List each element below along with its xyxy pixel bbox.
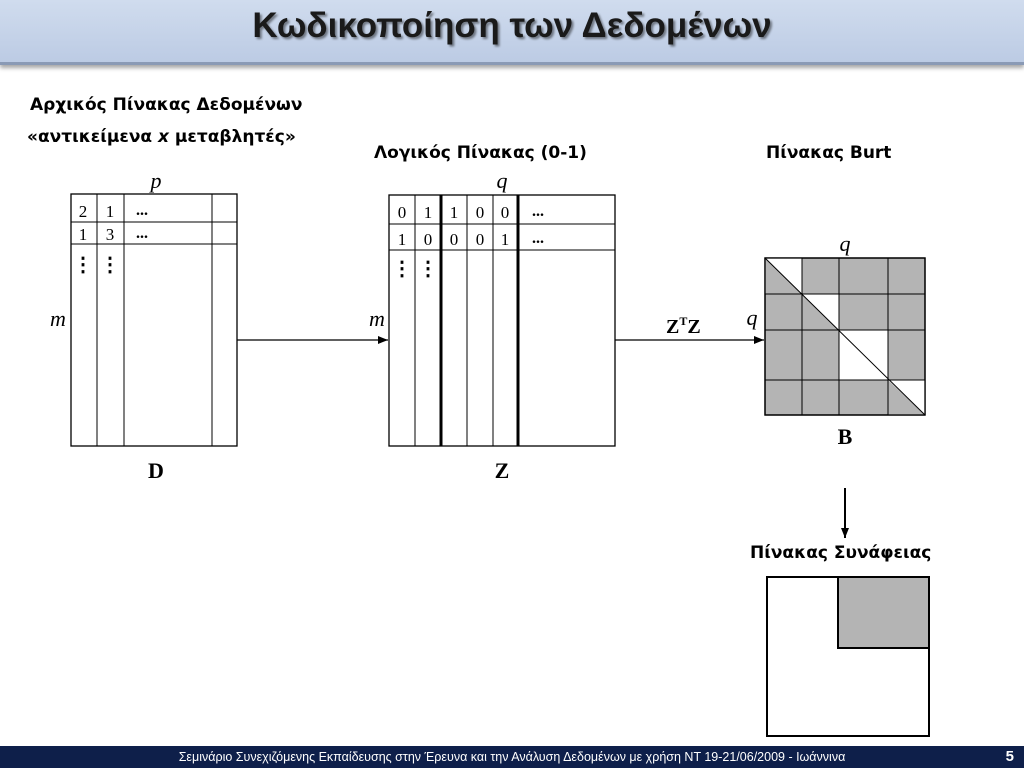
z-cell: 0 (450, 230, 459, 249)
arrow-label-z: ZTZ (666, 314, 701, 338)
subtitle-start: «αντικείμενα (27, 127, 159, 147)
d-cell: 3 (106, 225, 115, 244)
z-cell: 0 (476, 203, 485, 222)
z-cell: ... (532, 203, 544, 220)
d-col-dim: p (149, 168, 162, 193)
burt-table-title: Πίνακας Burt (766, 143, 892, 163)
diagram: 2 1 ... 1 3 ... ⋮ ⋮ p m D 0 1 1 0 0 ... … (50, 168, 930, 737)
d-name: D (148, 458, 164, 483)
z-cell: 0 (398, 203, 407, 222)
matrix-d: 2 1 ... 1 3 ... ⋮ ⋮ p m D (50, 168, 238, 483)
subtitle-x: x (158, 127, 169, 147)
b-row-dim: q (747, 305, 758, 330)
z-row-dim: m (369, 306, 385, 331)
b-col-dim: q (840, 231, 851, 256)
title-bar: Κωδικοποίηση των Δεδομένων (0, 0, 1024, 65)
z-name: Z (495, 458, 510, 483)
b-name: B (838, 424, 853, 449)
page-number: 5 (1005, 748, 1014, 765)
footer-bar: Σεμινάριο Συνεχιζόμενης Εκπαίδευσης στην… (0, 746, 1024, 768)
contingency-table-title: Πίνακας Συνάφειας (750, 543, 932, 563)
matrix-b: q q B (747, 231, 926, 449)
page-title: Κωδικοποίηση των Δεδομένων (252, 6, 772, 45)
z-vdots: ⋮ (418, 258, 438, 280)
matrix-z: 0 1 1 0 0 ... 1 0 0 0 1 ... ⋮ ⋮ q m Z (369, 168, 616, 483)
d-row-dim: m (50, 306, 66, 331)
d-vdots: ⋮ (73, 254, 93, 276)
z-cell: 1 (450, 203, 459, 222)
z-vdots: ⋮ (392, 258, 412, 280)
z-cell: 1 (398, 230, 407, 249)
z-cell: 0 (501, 203, 510, 222)
d-cell: 2 (79, 202, 88, 221)
d-cell: 1 (79, 225, 88, 244)
d-cell: ... (136, 202, 148, 219)
d-cell: ... (136, 225, 148, 242)
z-cell: 1 (424, 203, 433, 222)
contingency-block (837, 576, 930, 649)
z-cell: 1 (501, 230, 510, 249)
z-cell: 0 (476, 230, 485, 249)
original-table-subtitle: «αντικείμενα x μεταβλητές» (27, 127, 296, 147)
z-cell: 0 (424, 230, 433, 249)
matrix-d-frame (70, 193, 238, 447)
matrix-z-frame (388, 194, 616, 447)
original-table-title: Αρχικός Πίνακας Δεδομένων (30, 95, 303, 115)
matrix-b-border (764, 257, 926, 416)
footer-text: Σεμινάριο Συνεχιζόμενης Εκπαίδευσης στην… (178, 750, 846, 764)
z-cell: ... (532, 230, 544, 247)
d-vdots: ⋮ (100, 254, 120, 276)
logical-table-title: Λογικός Πίνακας (0-1) (374, 143, 587, 163)
matrix-b-diagonal (764, 257, 926, 416)
subtitle-end: μεταβλητές» (169, 127, 296, 147)
z-col-dim: q (497, 168, 508, 193)
contingency-matrix (766, 576, 930, 737)
d-cell: 1 (106, 202, 115, 221)
